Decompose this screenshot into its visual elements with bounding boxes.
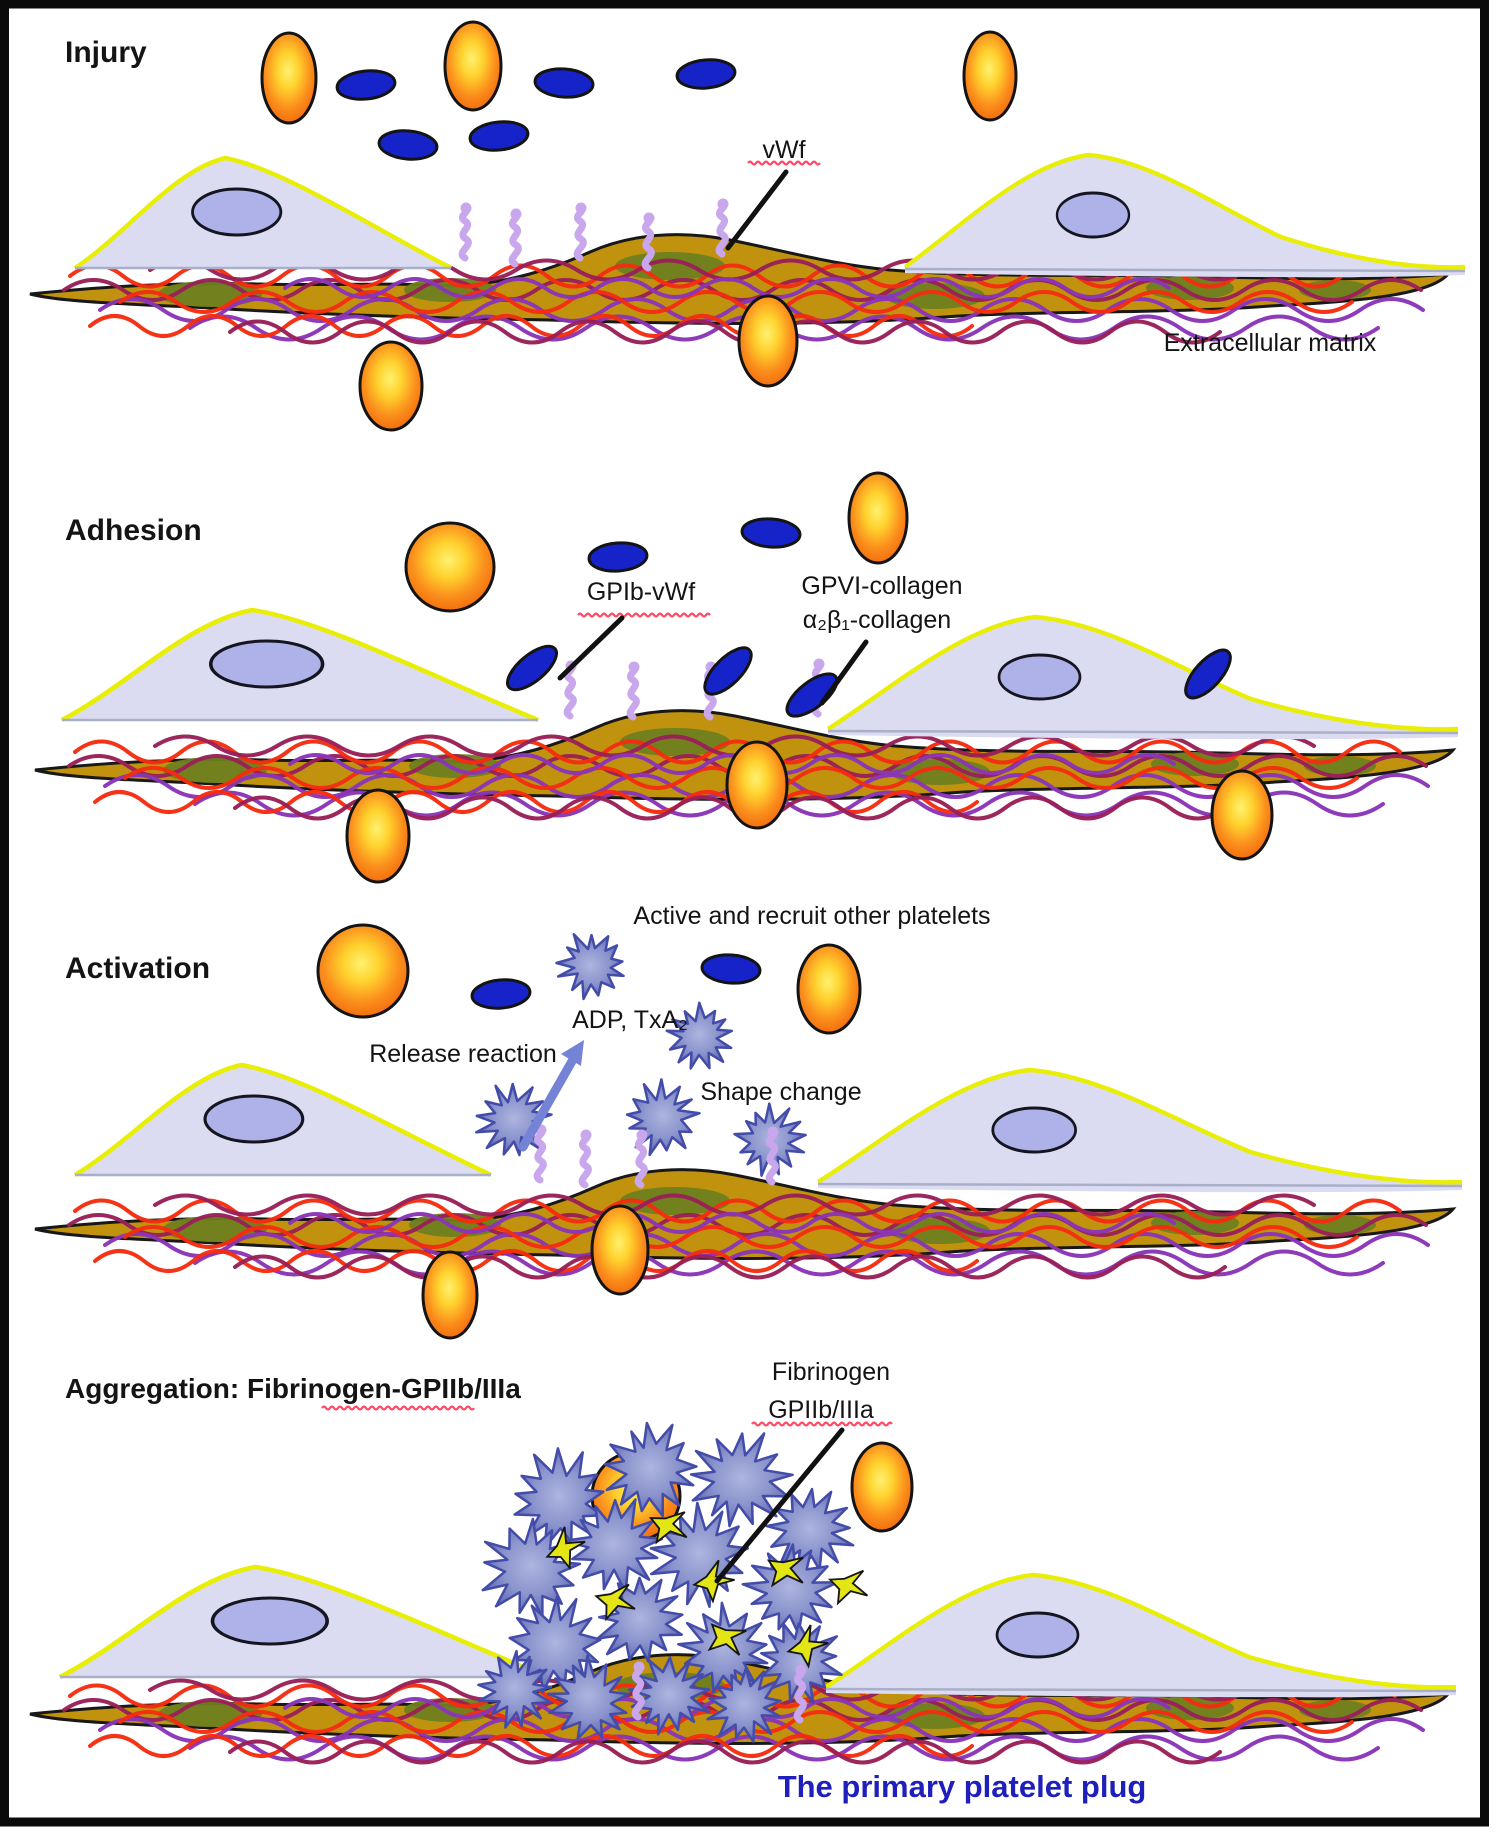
spellcheck-underline [751,1421,893,1427]
adherent-platelet [1184,648,1232,700]
fibrinogen-pointer-line [714,1427,845,1584]
red-blood-cell [260,31,318,125]
activated-platelet [603,1421,698,1518]
endothelial-cell-left [75,1065,491,1175]
red-blood-cell [737,294,799,388]
endothelial-cell-left [62,610,538,720]
vwf-molecule [581,1130,592,1186]
vwf-pointer-line [725,169,789,251]
endothelial-cell-left [75,158,451,268]
panel-aggregation: Aggregation: Fibrinogen-GPIIb/IIIa Fibri… [28,1358,1456,1804]
vwf-molecule [536,1125,547,1181]
red-blood-cell [345,788,411,884]
gpib-vwf-label: GPIb-vWf [587,578,695,606]
activated-platelet [555,933,625,1001]
gpib-pointer-line [557,615,625,681]
red-blood-cell [358,340,424,432]
red-blood-cell [962,30,1018,122]
panel-title-aggregation: Aggregation: Fibrinogen-GPIIb/IIIa [65,1373,521,1404]
activated-platelet [689,1432,794,1528]
fibrinogen-molecule [823,1562,875,1611]
activated-platelet [546,1654,630,1740]
gpiib-iiia-label: GPIIb/IIIa [768,1396,874,1424]
release-reaction-label: Release reaction [369,1040,557,1068]
resting-platelet [468,120,530,152]
resting-platelet [675,58,737,90]
red-blood-cell [725,740,789,830]
resting-platelet [533,67,595,99]
panel-injury: Injury vWf Extracellular matrix [28,20,1465,432]
panel-title-injury: Injury [65,36,147,69]
red-blood-cell [421,1250,479,1340]
vwf-molecule [461,203,472,259]
endothelial-cell-right [828,617,1458,739]
gpvi-collagen-label: GPVI-collagen [801,572,962,600]
red-blood-cell [847,471,909,565]
endothelial-cell-right [826,1575,1456,1697]
red-blood-cell [796,943,862,1035]
panel-title-adhesion: Adhesion [65,514,202,547]
adp-txa2-label: ADP, TxA₂ [572,1006,688,1034]
red-blood-cell [443,20,503,112]
activated-platelet [596,1576,684,1663]
resting-platelet [335,69,397,101]
red-blood-cell [316,923,410,1019]
endothelial-cell-right [905,155,1465,277]
fibrinogen-label: Fibrinogen [772,1358,890,1386]
shape-change-label: Shape change [700,1078,861,1106]
panel-adhesion: Adhesion GPIb-vWf GPVI-collagen α₂β₁-col… [33,471,1458,884]
vwf-molecule [629,662,640,718]
activated-platelet [706,1666,782,1743]
recruit-platelets-label: Active and recruit other platelets [633,902,990,930]
spellcheck-underline [747,160,821,166]
red-blood-cell [590,1204,650,1296]
red-blood-cell [850,1441,914,1533]
a2b1-collagen-label: α₂β₁-collagen [803,606,951,634]
endothelial-cell-right [818,1070,1462,1192]
resting-platelet [377,129,439,161]
vwf-molecule [511,209,522,265]
activated-platelet [563,1498,664,1594]
gpvi-pointer-line [819,639,869,706]
primary-platelet-plug-caption: The primary platelet plug [778,1769,1147,1804]
panel-activation: Activation Active and recruit other plat… [33,902,1462,1340]
adherent-platelet [785,672,839,718]
adherent-platelet [703,646,753,696]
activated-platelet [665,1001,734,1070]
resting-platelet [740,517,802,549]
activated-platelet [477,1649,553,1729]
panel-title-activation: Activation [65,952,210,985]
vwf-molecule [576,203,587,259]
adherent-platelet [506,644,558,692]
red-blood-cell [1210,769,1274,861]
activated-platelet [741,1543,840,1636]
endothelial-cell-left [60,1567,548,1677]
spellcheck-underline [577,612,711,618]
activated-platelet [765,1487,855,1574]
release-arrow-head [561,1040,584,1066]
release-arrow [518,1051,580,1152]
extracellular-matrix-label: Extracellular matrix [1164,329,1377,357]
resting-platelet [700,953,762,985]
vwf-label: vWf [762,136,805,164]
resting-platelet [470,978,532,1010]
spellcheck-underline [321,1405,475,1411]
resting-platelet [587,541,649,573]
red-blood-cell [404,521,496,613]
